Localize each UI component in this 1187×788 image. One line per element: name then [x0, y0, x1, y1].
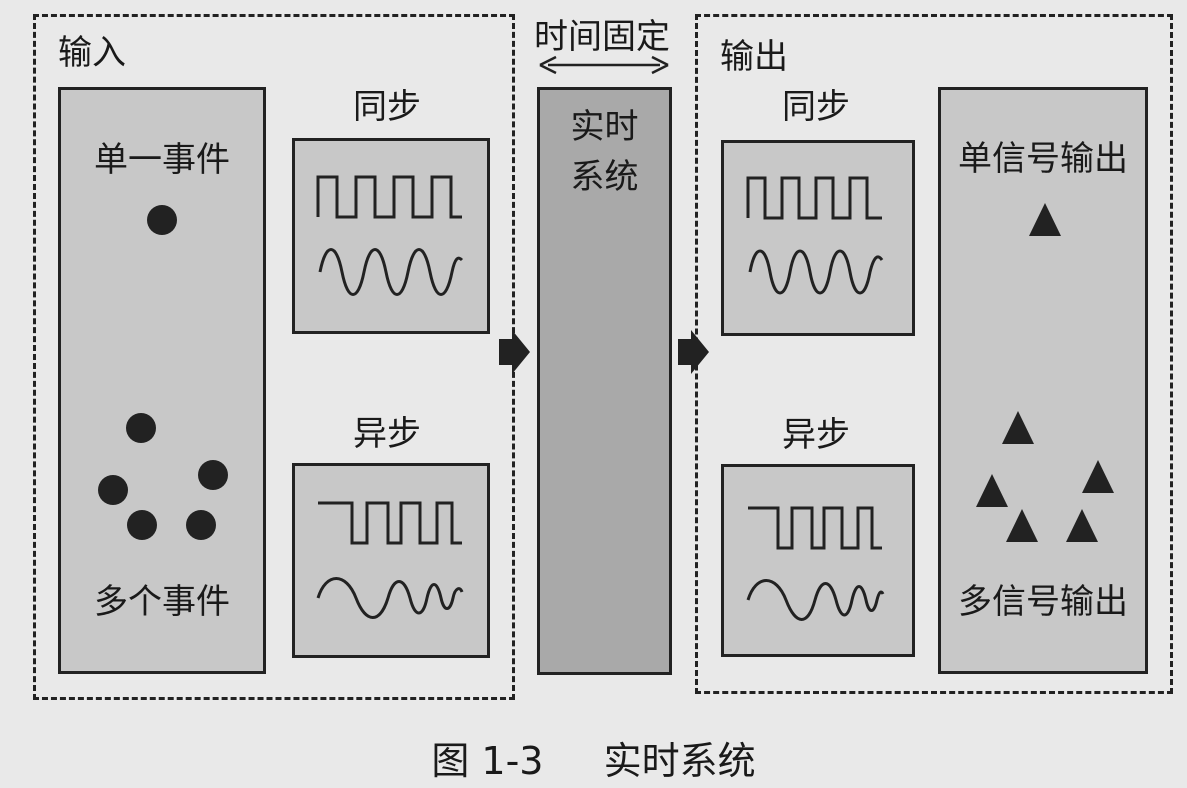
output-group-title: 输出 [720, 37, 788, 77]
single-output-label: 单信号输出 [958, 139, 1128, 179]
events-panel [58, 87, 266, 674]
input-sync-label: 同步 [353, 87, 421, 127]
figure-caption: 图 1-3 实时系统 [0, 730, 1187, 785]
input-async-sine-wave [316, 577, 464, 619]
figure-number: 图 1-3 [431, 739, 544, 783]
output-async-sine-wave [746, 579, 885, 621]
input-sync-square-wave [316, 175, 462, 219]
multi-output-triangle-icon [1002, 411, 1034, 444]
realtime-system-block [537, 87, 672, 675]
output-async-label: 异步 [782, 415, 850, 455]
time-fixed-label: 时间固定 [534, 17, 670, 57]
input-sync-signal-box [292, 138, 490, 334]
system-to-output-arrow-icon [678, 330, 709, 374]
multi-event-dot [198, 460, 228, 490]
multi-event-dot [127, 510, 157, 540]
output-sync-sine-wave [748, 249, 884, 295]
output-async-square-wave [748, 506, 882, 550]
multi-event-label: 多个事件 [94, 582, 230, 622]
input-to-system-arrow-icon [499, 330, 530, 374]
output-async-signal-box [721, 464, 915, 657]
multi-event-dot [186, 510, 216, 540]
output-sync-square-wave [746, 176, 882, 220]
input-group-title: 输入 [58, 33, 126, 73]
input-async-square-wave [318, 501, 462, 545]
input-sync-sine-wave [318, 248, 464, 296]
multi-output-triangle-icon [1006, 509, 1038, 542]
multi-output-triangle-icon [1082, 460, 1114, 493]
output-sync-label: 同步 [782, 87, 850, 127]
figure-title: 实时系统 [603, 739, 756, 783]
input-async-signal-box [292, 463, 490, 658]
system-label-line2: 系统 [570, 157, 639, 197]
multi-output-triangle-icon [976, 474, 1008, 507]
input-async-label: 异步 [353, 414, 421, 454]
output-group-frame [695, 14, 1173, 694]
single-event-label: 单一事件 [94, 140, 230, 180]
system-label-line1: 实时 [570, 107, 639, 147]
multi-event-dot [98, 475, 128, 505]
multi-event-dot [126, 413, 156, 443]
multi-output-label: 多信号输出 [958, 582, 1128, 622]
output-signals-panel [938, 87, 1148, 674]
multi-output-triangle-icon [1066, 509, 1098, 542]
single-output-triangle-icon [1029, 203, 1061, 236]
single-event-dot [147, 205, 177, 235]
output-sync-signal-box [721, 140, 915, 336]
